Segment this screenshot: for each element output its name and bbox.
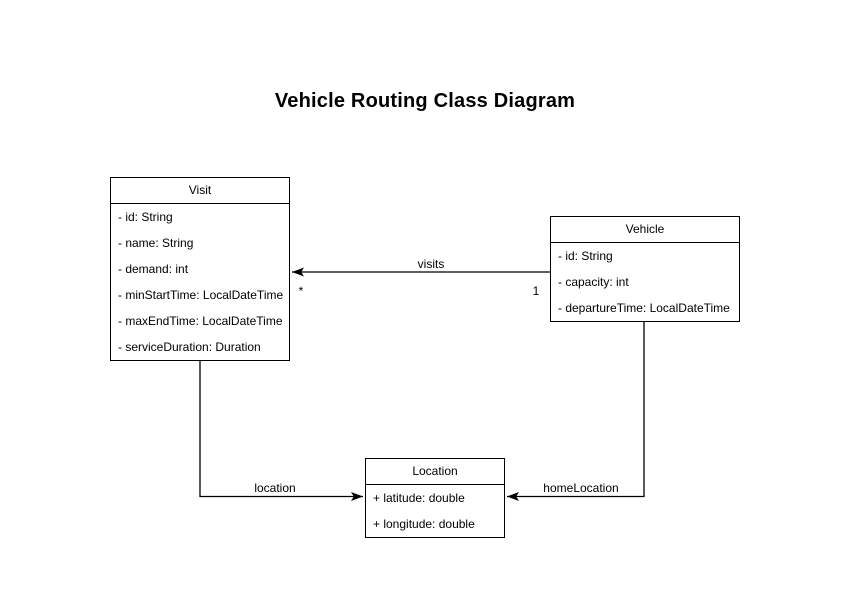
diagram-title: Vehicle Routing Class Diagram bbox=[274, 90, 576, 112]
edge-homelocation-line bbox=[507, 321, 645, 501]
edge-visits-multiplicity-target: * bbox=[299, 284, 304, 298]
class-vehicle-name: Vehicle bbox=[551, 217, 739, 243]
class-attribute: - name: String bbox=[118, 236, 194, 250]
class-attribute: - departureTime: LocalDateTime bbox=[558, 301, 730, 315]
edge-visits: visits * 1 bbox=[292, 257, 550, 298]
class-visit-name: Visit bbox=[111, 178, 289, 204]
edge-visits-multiplicity-source: 1 bbox=[533, 284, 540, 298]
edge-location-label: location bbox=[254, 481, 295, 495]
edge-location-line bbox=[199, 360, 363, 501]
class-attribute: + longitude: double bbox=[373, 517, 475, 531]
class-attribute: - maxEndTime: LocalDateTime bbox=[118, 314, 283, 328]
edge-visits-label: visits bbox=[418, 257, 445, 271]
class-attribute: - minStartTime: LocalDateTime bbox=[118, 288, 284, 302]
class-attribute: + latitude: double bbox=[373, 491, 465, 505]
class-location-name: Location bbox=[366, 459, 504, 485]
class-attribute: - id: String bbox=[118, 210, 173, 224]
edge-homelocation: homeLocation bbox=[507, 321, 645, 501]
class-attribute: - demand: int bbox=[118, 262, 189, 276]
class-attribute: - serviceDuration: Duration bbox=[118, 340, 261, 354]
class-location: Location + latitude: double + longitude:… bbox=[365, 458, 505, 538]
class-visit: Visit - id: String - name: String - dema… bbox=[110, 177, 290, 361]
class-attribute: - capacity: int bbox=[558, 275, 629, 289]
class-vehicle: Vehicle - id: String - capacity: int - d… bbox=[550, 216, 740, 322]
class-attribute: - id: String bbox=[558, 249, 613, 263]
edge-location: location bbox=[199, 360, 363, 501]
edge-homelocation-label: homeLocation bbox=[543, 481, 618, 495]
